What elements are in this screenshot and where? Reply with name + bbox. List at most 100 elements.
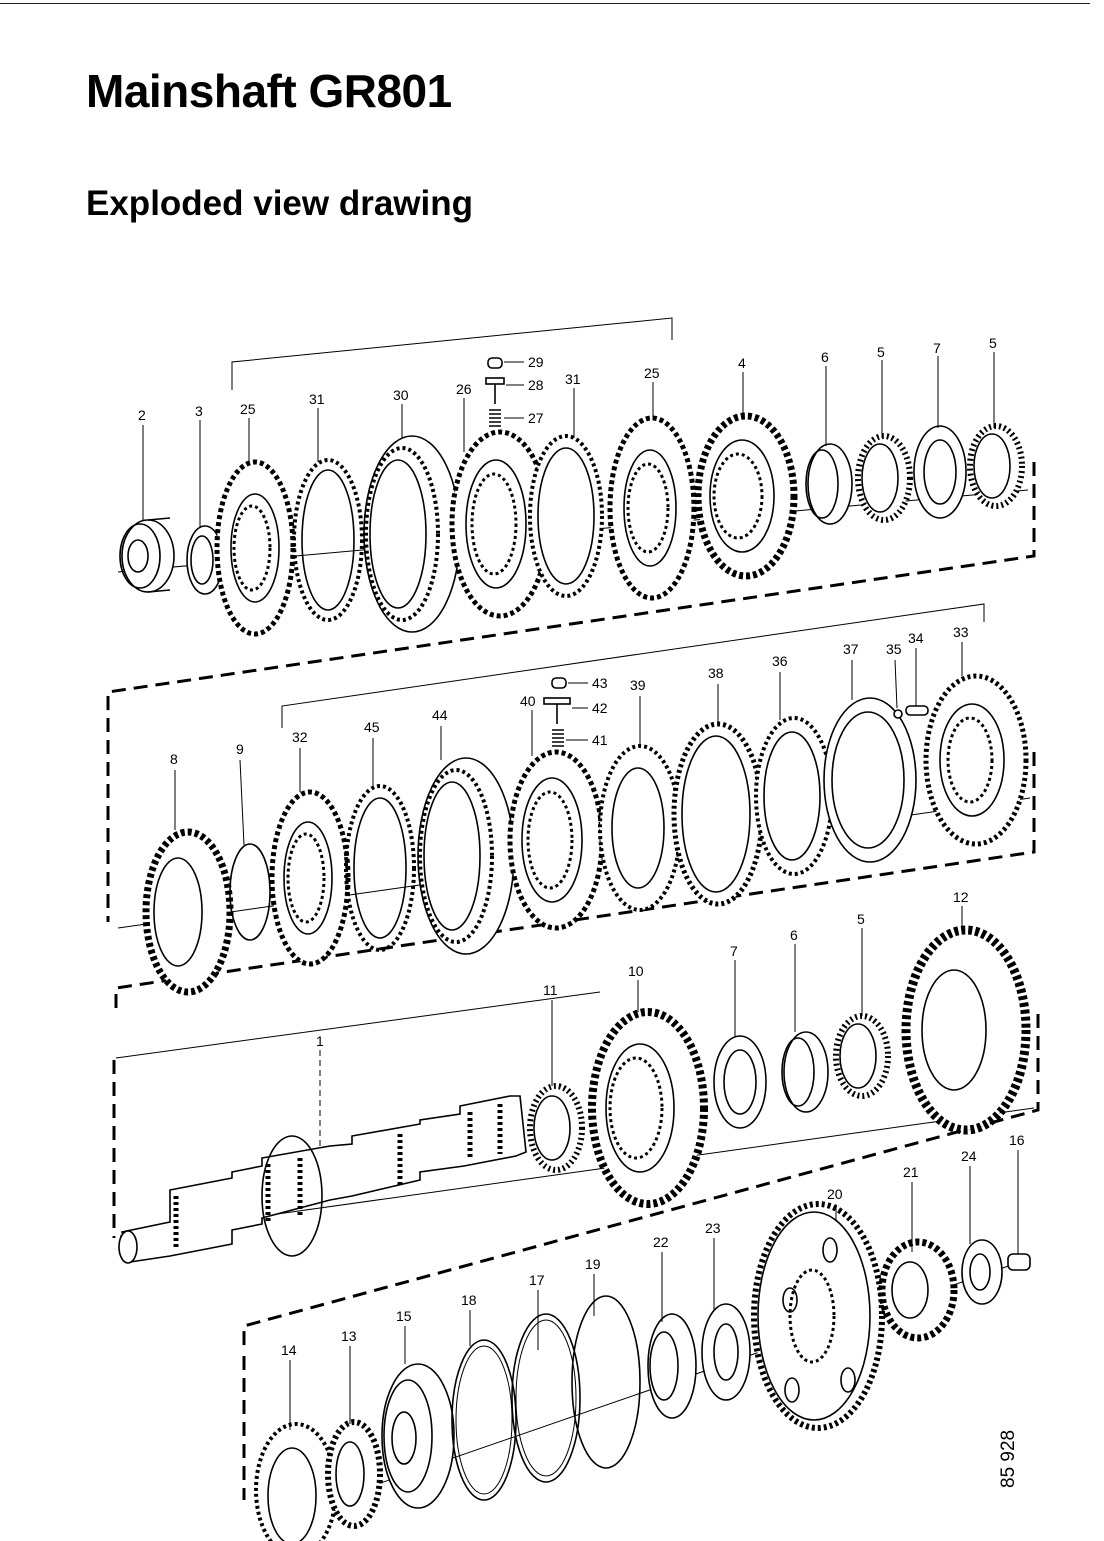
label-31: 31 [309, 391, 325, 407]
part-10-gear [588, 1008, 708, 1208]
part-14-plate [254, 1422, 338, 1541]
label-29: 29 [528, 354, 544, 370]
part-31-ring-right [528, 434, 604, 598]
row-1-group: 2 3 25 31 30 26 29 28 27 31 25 4 6 5 7 5 [106, 317, 1036, 712]
label-11: 11 [543, 982, 558, 998]
part-33-plate [923, 673, 1029, 847]
part-37-plate [823, 697, 917, 863]
top-rule [0, 3, 1090, 4]
row-2-labels: 8 9 32 45 44 40 43 42 41 39 38 36 37 35 … [170, 624, 969, 767]
part-6-bushing-row3 [781, 1031, 829, 1113]
label-22: 22 [653, 1234, 669, 1250]
label-23: 23 [705, 1220, 721, 1236]
part-4-gear [694, 412, 798, 580]
part-38-ring [671, 721, 765, 907]
row-3-return-line [242, 1014, 1040, 1350]
part-25-ring-left [214, 459, 296, 637]
part-34-35-pin [893, 705, 929, 719]
label-5c: 5 [857, 911, 865, 927]
drawing-number: 85 928 [998, 1429, 1019, 1488]
row-2-bracket [281, 603, 985, 728]
row-4-leaders [289, 1150, 1019, 1430]
row-3-group: 1 11 10 7 6 5 12 [112, 889, 1040, 1350]
label-21: 21 [903, 1164, 919, 1180]
part-39-ring [598, 744, 682, 912]
part-7-washer-row3 [713, 1035, 767, 1129]
label-12: 12 [953, 889, 969, 905]
part-3-nut [186, 525, 224, 595]
label-45: 45 [364, 719, 380, 735]
part-13-gear [325, 1419, 383, 1529]
part-36-ring [754, 716, 834, 876]
label-16: 16 [1009, 1132, 1025, 1148]
row-2-group: 8 9 32 45 44 40 43 42 41 39 38 36 37 35 … [106, 603, 1036, 1010]
label-3: 3 [195, 403, 203, 419]
part-26-hub [449, 429, 551, 619]
part-12-gear [901, 925, 1031, 1135]
label-40: 40 [520, 693, 536, 709]
row-3-top-line [115, 991, 601, 1059]
row-1-bracket [231, 317, 673, 390]
page-title: Mainshaft GR801 [86, 65, 452, 117]
part-5-needle-bearing-left [855, 433, 913, 523]
label-25b: 25 [644, 365, 660, 381]
label-39: 39 [630, 677, 646, 693]
label-36: 36 [772, 653, 788, 669]
part-23-washer [701, 1303, 751, 1401]
part-16-plug [1007, 1253, 1031, 1271]
label-7c: 7 [730, 943, 738, 959]
label-25: 25 [240, 401, 256, 417]
row-3-leaders [319, 906, 963, 1150]
part-7-washer [913, 425, 967, 519]
label-31b: 31 [565, 371, 581, 387]
label-37: 37 [843, 641, 859, 657]
part-19-snap-ring [571, 1295, 641, 1469]
label-27: 27 [528, 410, 544, 426]
label-9: 9 [236, 741, 244, 757]
label-26: 26 [456, 381, 472, 397]
label-14: 14 [281, 1342, 297, 1358]
label-44: 44 [432, 707, 448, 723]
label-38: 38 [708, 665, 724, 681]
label-24: 24 [961, 1148, 977, 1164]
part-18-ring [451, 1339, 517, 1501]
row-1-labels: 2 3 25 31 30 26 29 28 27 31 25 4 6 5 7 5 [138, 335, 997, 426]
row-3-labels: 1 11 10 7 6 5 12 [316, 889, 969, 1049]
label-5b: 5 [989, 335, 997, 351]
label-28: 28 [528, 377, 544, 393]
label-15: 15 [396, 1308, 412, 1324]
label-6: 6 [821, 349, 829, 365]
label-19: 19 [585, 1256, 601, 1272]
part-5-needle-bearing-right [967, 423, 1025, 509]
label-42: 42 [592, 700, 608, 716]
label-34: 34 [908, 630, 924, 646]
part-5-needle-bearing-row3 [833, 1013, 891, 1099]
label-18: 18 [461, 1292, 477, 1308]
part-32-ring [269, 789, 351, 967]
part-31-ring-left [292, 458, 364, 622]
label-8: 8 [170, 751, 178, 767]
label-2: 2 [138, 407, 146, 423]
part-40-hub [507, 749, 605, 931]
part-30-sleeve [363, 435, 461, 633]
part-21-gear [878, 1238, 958, 1342]
part-1-mainshaft [118, 1095, 527, 1264]
part-25-ring-right [607, 415, 697, 601]
part-8-gear [142, 828, 234, 996]
row-4-labels: 14 13 15 18 17 19 22 23 20 21 24 16 [281, 1132, 1025, 1358]
label-13: 13 [341, 1328, 357, 1344]
part-45-ring [344, 784, 416, 952]
part-15-bearing [381, 1363, 455, 1509]
part-11-needle-bearing [527, 1083, 585, 1173]
label-30: 30 [393, 387, 409, 403]
label-7: 7 [933, 340, 941, 356]
row-2-return-line [114, 752, 1036, 1010]
row-2-leaders [174, 642, 963, 846]
label-17: 17 [529, 1272, 545, 1288]
row-4-group: 14 13 15 18 17 19 22 23 20 21 24 16 [242, 1132, 1031, 1541]
part-17-ring [511, 1313, 581, 1483]
label-41: 41 [592, 732, 608, 748]
row-1-leaders [142, 352, 995, 528]
label-35: 35 [886, 641, 902, 657]
